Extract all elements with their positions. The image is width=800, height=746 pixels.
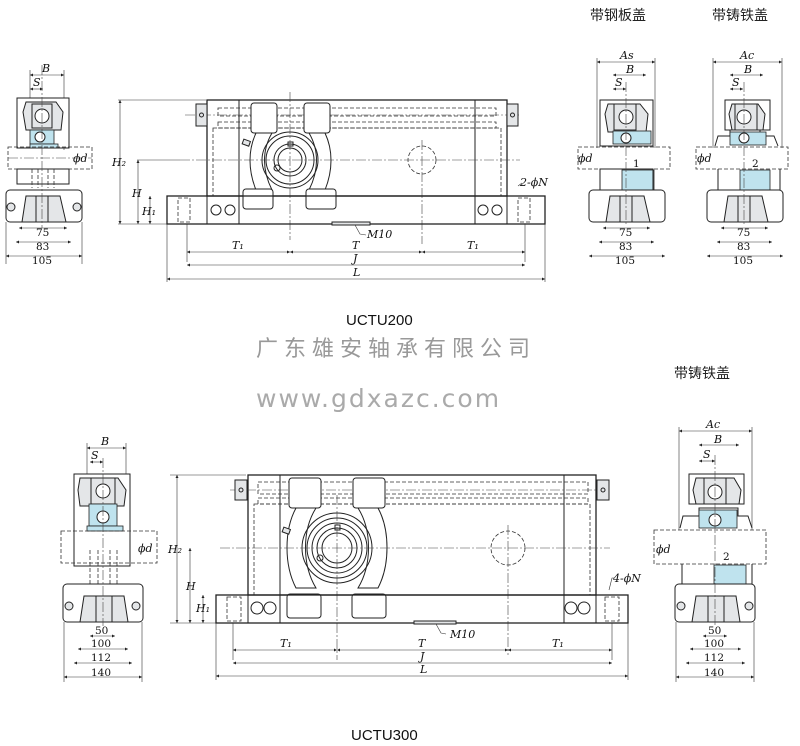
dim-w3: 105 [733, 255, 753, 267]
label-h1: H₁ [195, 602, 210, 615]
label-h1: H₁ [141, 205, 156, 218]
uctu300-cast-cover-view: Ac B S ϕd 2 50 100 112 140 [653, 418, 767, 682]
label-b: B [713, 433, 722, 446]
dim-w2: 83 [737, 241, 750, 253]
label-h2: H₂ [167, 543, 182, 556]
dim-w2: 83 [36, 241, 49, 253]
dim-w3: 105 [615, 255, 635, 267]
dim-gap-cast-300: 2 [723, 551, 730, 563]
dim-w1: 75 [36, 227, 49, 239]
label-phi-d: ϕd [73, 152, 88, 165]
label-phi-d: ϕd [656, 543, 671, 556]
dim-w1: 50 [708, 625, 721, 637]
label-h2: H₂ [111, 156, 126, 169]
dim-gap-cast: 2 [752, 158, 759, 170]
label-s: S [615, 76, 623, 89]
label-j: J [418, 650, 425, 663]
label-phi-d: ϕd [578, 152, 593, 165]
label-s: S [33, 76, 41, 89]
dim-w1: 75 [737, 227, 750, 239]
uctu200-side-view: B S ϕd 75 83 105 [5, 62, 93, 267]
caption-cast-cover-top: 带铸铁盖 [712, 8, 768, 24]
label-l: L [352, 266, 360, 279]
dim-w3: 105 [32, 255, 52, 267]
dim-w2: 83 [619, 241, 632, 253]
dim-w2: 100 [91, 638, 111, 650]
label-m10: M10 [366, 228, 392, 241]
model-uctu200: UCTU200 [346, 312, 413, 329]
label-m10: M10 [449, 628, 475, 641]
label-t1-left: T₁ [280, 637, 292, 650]
label-b: B [625, 63, 634, 76]
label-l: L [419, 663, 427, 676]
label-h: H [131, 187, 142, 200]
uctu200-steel-cover-view: As B S ϕd 1 75 83 105 [577, 49, 671, 267]
dim-w2: 100 [704, 638, 724, 650]
label-s: S [732, 76, 740, 89]
label-t: T [352, 239, 361, 252]
uctu300-side-view: B S ϕd 50 100 112 140 [60, 435, 158, 682]
label-phi-d: ϕd [697, 152, 712, 165]
label-b: B [41, 62, 50, 75]
watermark-url: www.gdxazc.com [256, 384, 501, 413]
dim-w4: 140 [704, 667, 724, 679]
label-ac: Ac [739, 49, 754, 62]
watermark-company: 广东雄安轴承有限公司 [256, 337, 536, 362]
label-j: J [351, 252, 358, 265]
uctu300-front-view: H₂ H H₁ [167, 474, 641, 680]
label-s: S [703, 448, 711, 461]
label-t1-left: T₁ [232, 239, 244, 252]
label-b: B [743, 63, 752, 76]
uctu200-front-view: H₂ H H₁ [111, 92, 548, 282]
label-4-phi-n: 4-ϕN [612, 572, 641, 585]
label-t: T [418, 637, 427, 650]
uctu200-cast-cover-view: Ac B S ϕd 2 75 83 105 [695, 49, 789, 267]
label-2-phi-n: 2-ϕN [519, 176, 548, 189]
dim-w4: 140 [91, 667, 111, 679]
label-s: S [91, 449, 99, 462]
label-h: H [185, 580, 196, 593]
label-as: As [619, 49, 634, 62]
model-uctu300: UCTU300 [351, 727, 418, 744]
label-phi-d: ϕd [138, 542, 153, 555]
caption-steel-cover: 带钢板盖 [590, 8, 646, 24]
label-t1-right: T₁ [467, 239, 479, 252]
dim-gap-steel: 1 [633, 158, 640, 170]
label-ac: Ac [705, 418, 720, 431]
label-t1-right: T₁ [552, 637, 564, 650]
caption-cast-cover-bottom: 带铸铁盖 [674, 366, 730, 382]
dim-w1: 50 [95, 625, 108, 637]
dim-w3: 112 [704, 652, 724, 664]
label-b: B [100, 435, 109, 448]
dim-w1: 75 [619, 227, 632, 239]
dim-w3: 112 [91, 652, 111, 664]
